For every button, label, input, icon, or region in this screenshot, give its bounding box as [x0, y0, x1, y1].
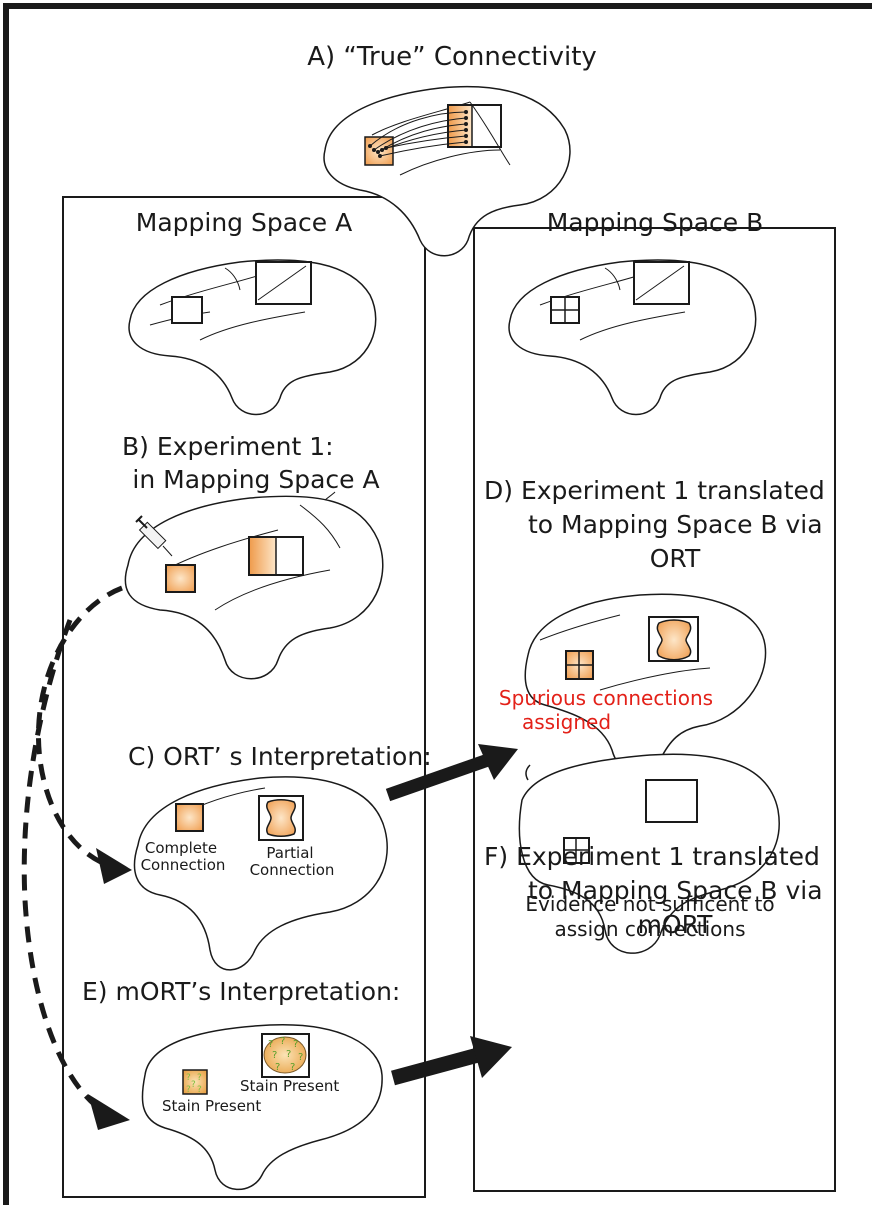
- dashed-arrow-head-mort: [88, 1094, 130, 1130]
- title-mapping-space-b: Mapping Space B: [546, 208, 764, 237]
- question-marks-large: ??? ??? ??: [268, 1036, 303, 1073]
- label-f-line3: mORT: [637, 910, 713, 939]
- arrow-ort-translate: [385, 753, 491, 802]
- exp1-small-region: [165, 564, 196, 593]
- label-d-line1: D) Experiment 1 translated: [484, 476, 825, 505]
- svg-text:?: ?: [191, 1080, 196, 1090]
- spurious-line1: Spurious connections: [498, 686, 714, 710]
- label-b-line2: in Mapping Space A: [132, 465, 380, 494]
- mort-stain-small: [182, 1069, 208, 1095]
- label-f-line2: to Mapping Space B via: [528, 876, 823, 905]
- complete-line1: Complete: [144, 839, 218, 857]
- title-true-connectivity: A) “True” Connectivity: [307, 42, 597, 72]
- label-b-line1: B) Experiment 1:: [122, 432, 334, 461]
- space-a-small-region: [171, 296, 203, 324]
- ort-complete-region: [175, 803, 204, 832]
- exp1-large-region-fill: [249, 537, 276, 575]
- connection-fibers: [369, 111, 467, 157]
- brain-space-b: [508, 259, 757, 416]
- brain-translated-ort: [524, 593, 767, 775]
- brain-mort-interpretation: [141, 1024, 383, 1191]
- mort-large-region: [645, 779, 698, 823]
- svg-text:?: ?: [272, 1050, 277, 1061]
- svg-text:?: ?: [197, 1073, 202, 1083]
- brain-space-a: [128, 259, 377, 416]
- arrow-mort-translate: [391, 1047, 480, 1086]
- svg-text:?: ?: [290, 1062, 295, 1073]
- svg-text:?: ?: [298, 1052, 303, 1063]
- evidence-line2: assign connections: [554, 917, 746, 941]
- dashed-arrow-to-ort: [36, 585, 123, 871]
- label-f-line1: F) Experiment 1 translated: [484, 842, 820, 871]
- partial-line1: Partial: [266, 844, 314, 862]
- svg-text:?: ?: [280, 1036, 285, 1047]
- svg-text:?: ?: [275, 1062, 280, 1073]
- ort-partial-blob: [656, 619, 692, 661]
- dashed-arrow-to-mort: [21, 619, 97, 1107]
- svg-text:?: ?: [293, 1039, 298, 1050]
- title-mapping-space-a: Mapping Space A: [135, 208, 353, 237]
- stain-present-small: Stain Present: [162, 1097, 262, 1115]
- ort-interp-blob: [266, 799, 296, 837]
- label-d-line2: to Mapping Space B via: [528, 510, 823, 539]
- svg-text:?: ?: [186, 1073, 191, 1083]
- outer-border: [3, 3, 872, 1205]
- label-d-line3: ORT: [649, 544, 701, 573]
- svg-text:?: ?: [286, 1049, 291, 1060]
- label-c-title: C) ORT’ s Interpretation:: [128, 742, 432, 771]
- spurious-line2: assigned: [522, 710, 612, 734]
- stain-present-large: Stain Present: [240, 1077, 340, 1095]
- svg-text:?: ?: [268, 1039, 273, 1050]
- mapping-space-a-box: [62, 196, 426, 1198]
- svg-text:?: ?: [186, 1085, 191, 1095]
- label-e-title: E) mORT’s Interpretation:: [82, 977, 401, 1006]
- svg-text:?: ?: [197, 1085, 202, 1095]
- question-marks-small: ?? ???: [186, 1073, 202, 1095]
- brain-translated-mort: [518, 753, 780, 954]
- complete-line2: Connection: [140, 856, 226, 874]
- fiber-endpoints: [368, 110, 468, 158]
- syringe-icon: [135, 515, 173, 557]
- mapping-space-b-box: [473, 227, 836, 1192]
- brain-experiment-1: [124, 491, 384, 680]
- partial-line2: Connection: [249, 861, 335, 879]
- evidence-line1: Evidence not sufficent to: [525, 892, 775, 916]
- dashed-arrow-head-ort: [96, 848, 132, 884]
